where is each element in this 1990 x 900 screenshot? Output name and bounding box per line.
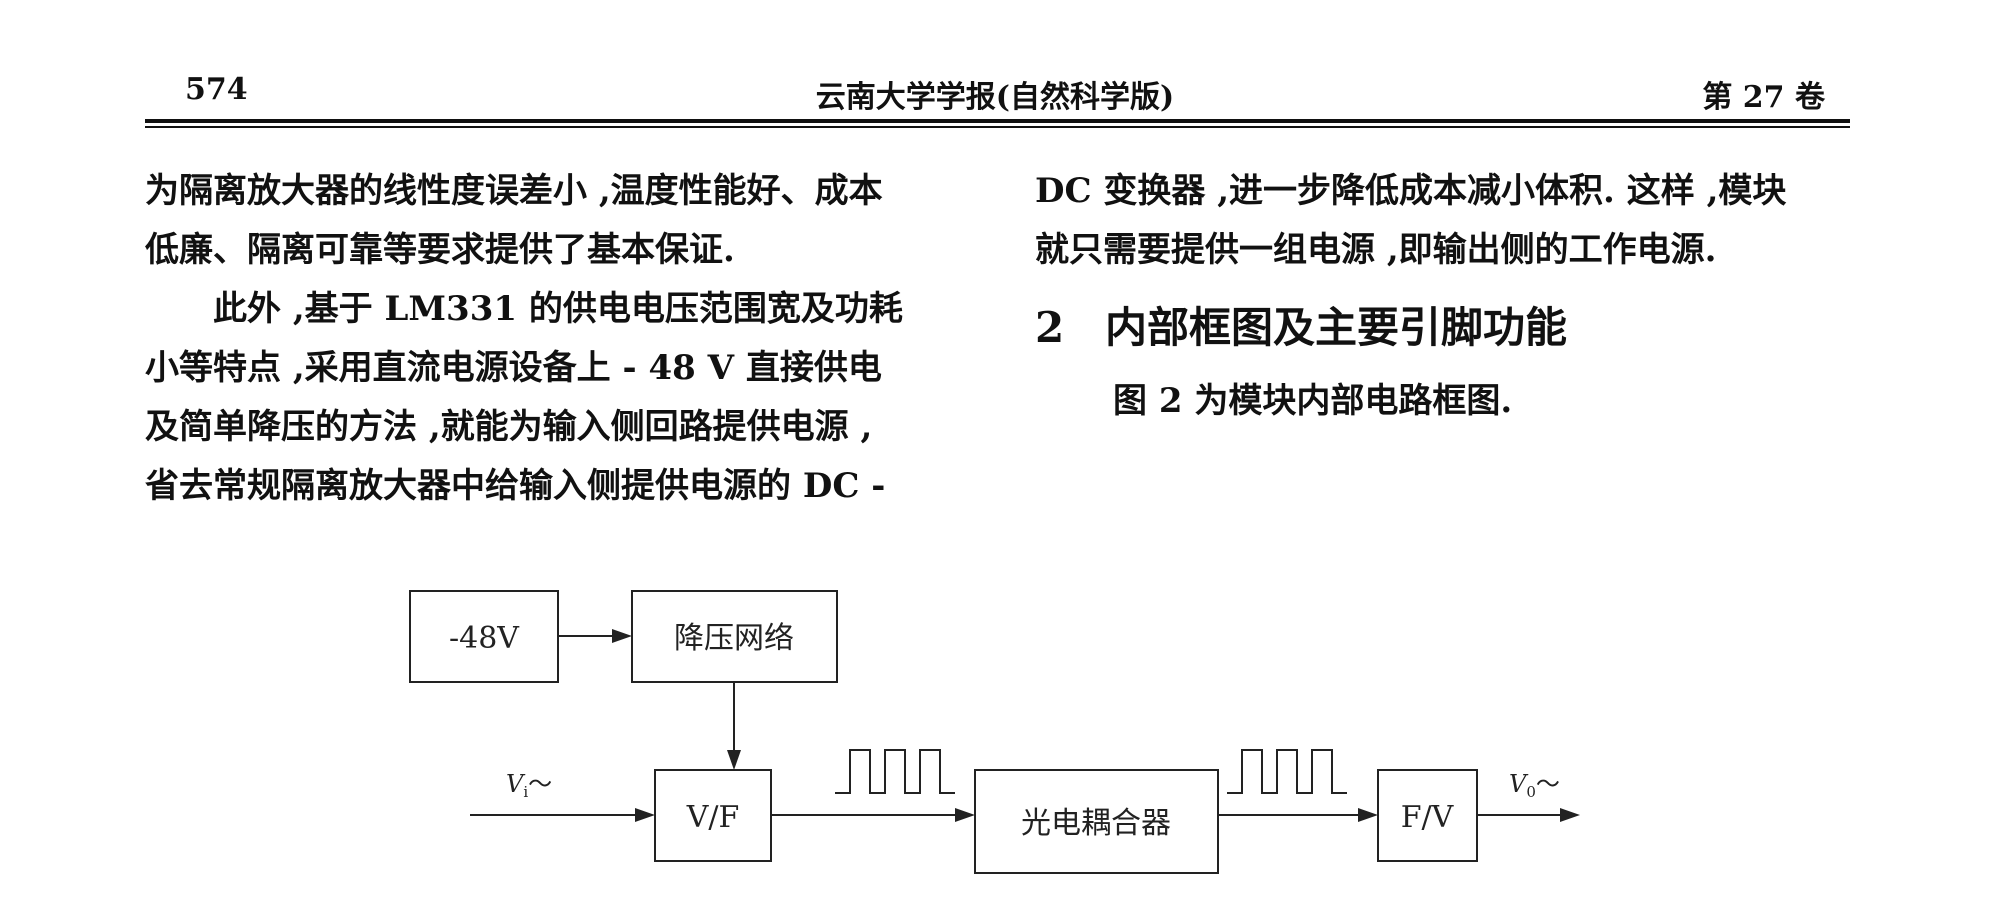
page-number: 574 [185,72,248,107]
input-signal-label: Vi～ [506,770,552,801]
paragraph-line: 省去常规隔离放大器中给输入侧提供电源的 DC - [145,466,886,506]
arrow-regulator-to-vf [727,682,741,770]
section-number: 2 [1035,303,1065,352]
header-rule-thick [145,119,1850,123]
source-label: -48V [449,621,520,656]
paragraph-line: 及简单降压的方法 ,就能为输入侧回路提供电源 , [145,407,873,447]
header-rule-thin [145,126,1850,128]
optocoupler-label: 光电耦合器 [1021,806,1171,841]
optocoupler-box [974,769,1219,874]
regulator-label: 降压网络 [674,621,794,656]
left-text-column: 为隔离放大器的线性度误差小 ,温度性能好、成本 低廉、隔离可靠等要求提供了基本保… [145,162,965,516]
arrow-vf-to-optocoupler [771,808,975,822]
pulse-train-icon [1227,749,1347,794]
vf-label: V/F [686,800,740,835]
paragraph-line: DC 变换器 ,进一步降低成本减小体积. 这样 ,模块 [1035,171,1787,211]
arrow-fv-output [1477,808,1580,822]
arrow-source-to-regulator [558,629,632,643]
arrow-input-to-vf [470,808,655,822]
paragraph-line: 低廉、隔离可靠等要求提供了基本保证. [145,230,735,270]
journal-title: 云南大学学报(自然科学版) [815,80,1175,115]
volume-label: 第 27 卷 [1702,80,1825,115]
right-text-column: DC 变换器 ,进一步降低成本减小体积. 这样 ,模块 就只需要提供一组电源 ,… [1035,162,1850,431]
figure-reference: 图 2 为模块内部电路框图. [1113,381,1513,421]
output-signal-label: V0～ [1509,770,1560,801]
arrow-optocoupler-to-fv [1218,808,1378,822]
section-heading: 2 内部框图及主要引脚功能 [1035,288,1850,368]
paragraph-line: 就只需要提供一组电源 ,即输出侧的工作电源. [1035,230,1717,270]
fv-label: F/V [1401,800,1455,835]
paragraph-line: 小等特点 ,采用直流电源设备上 - 48 V 直接供电 [145,348,882,388]
paragraph-line: 为隔离放大器的线性度误差小 ,温度性能好、成本 [145,171,883,211]
section-title: 内部框图及主要引脚功能 [1105,303,1568,352]
paragraph-line: 此外 ,基于 LM331 的供电电压范围宽及功耗 [213,289,903,329]
pulse-train-icon [835,749,955,794]
